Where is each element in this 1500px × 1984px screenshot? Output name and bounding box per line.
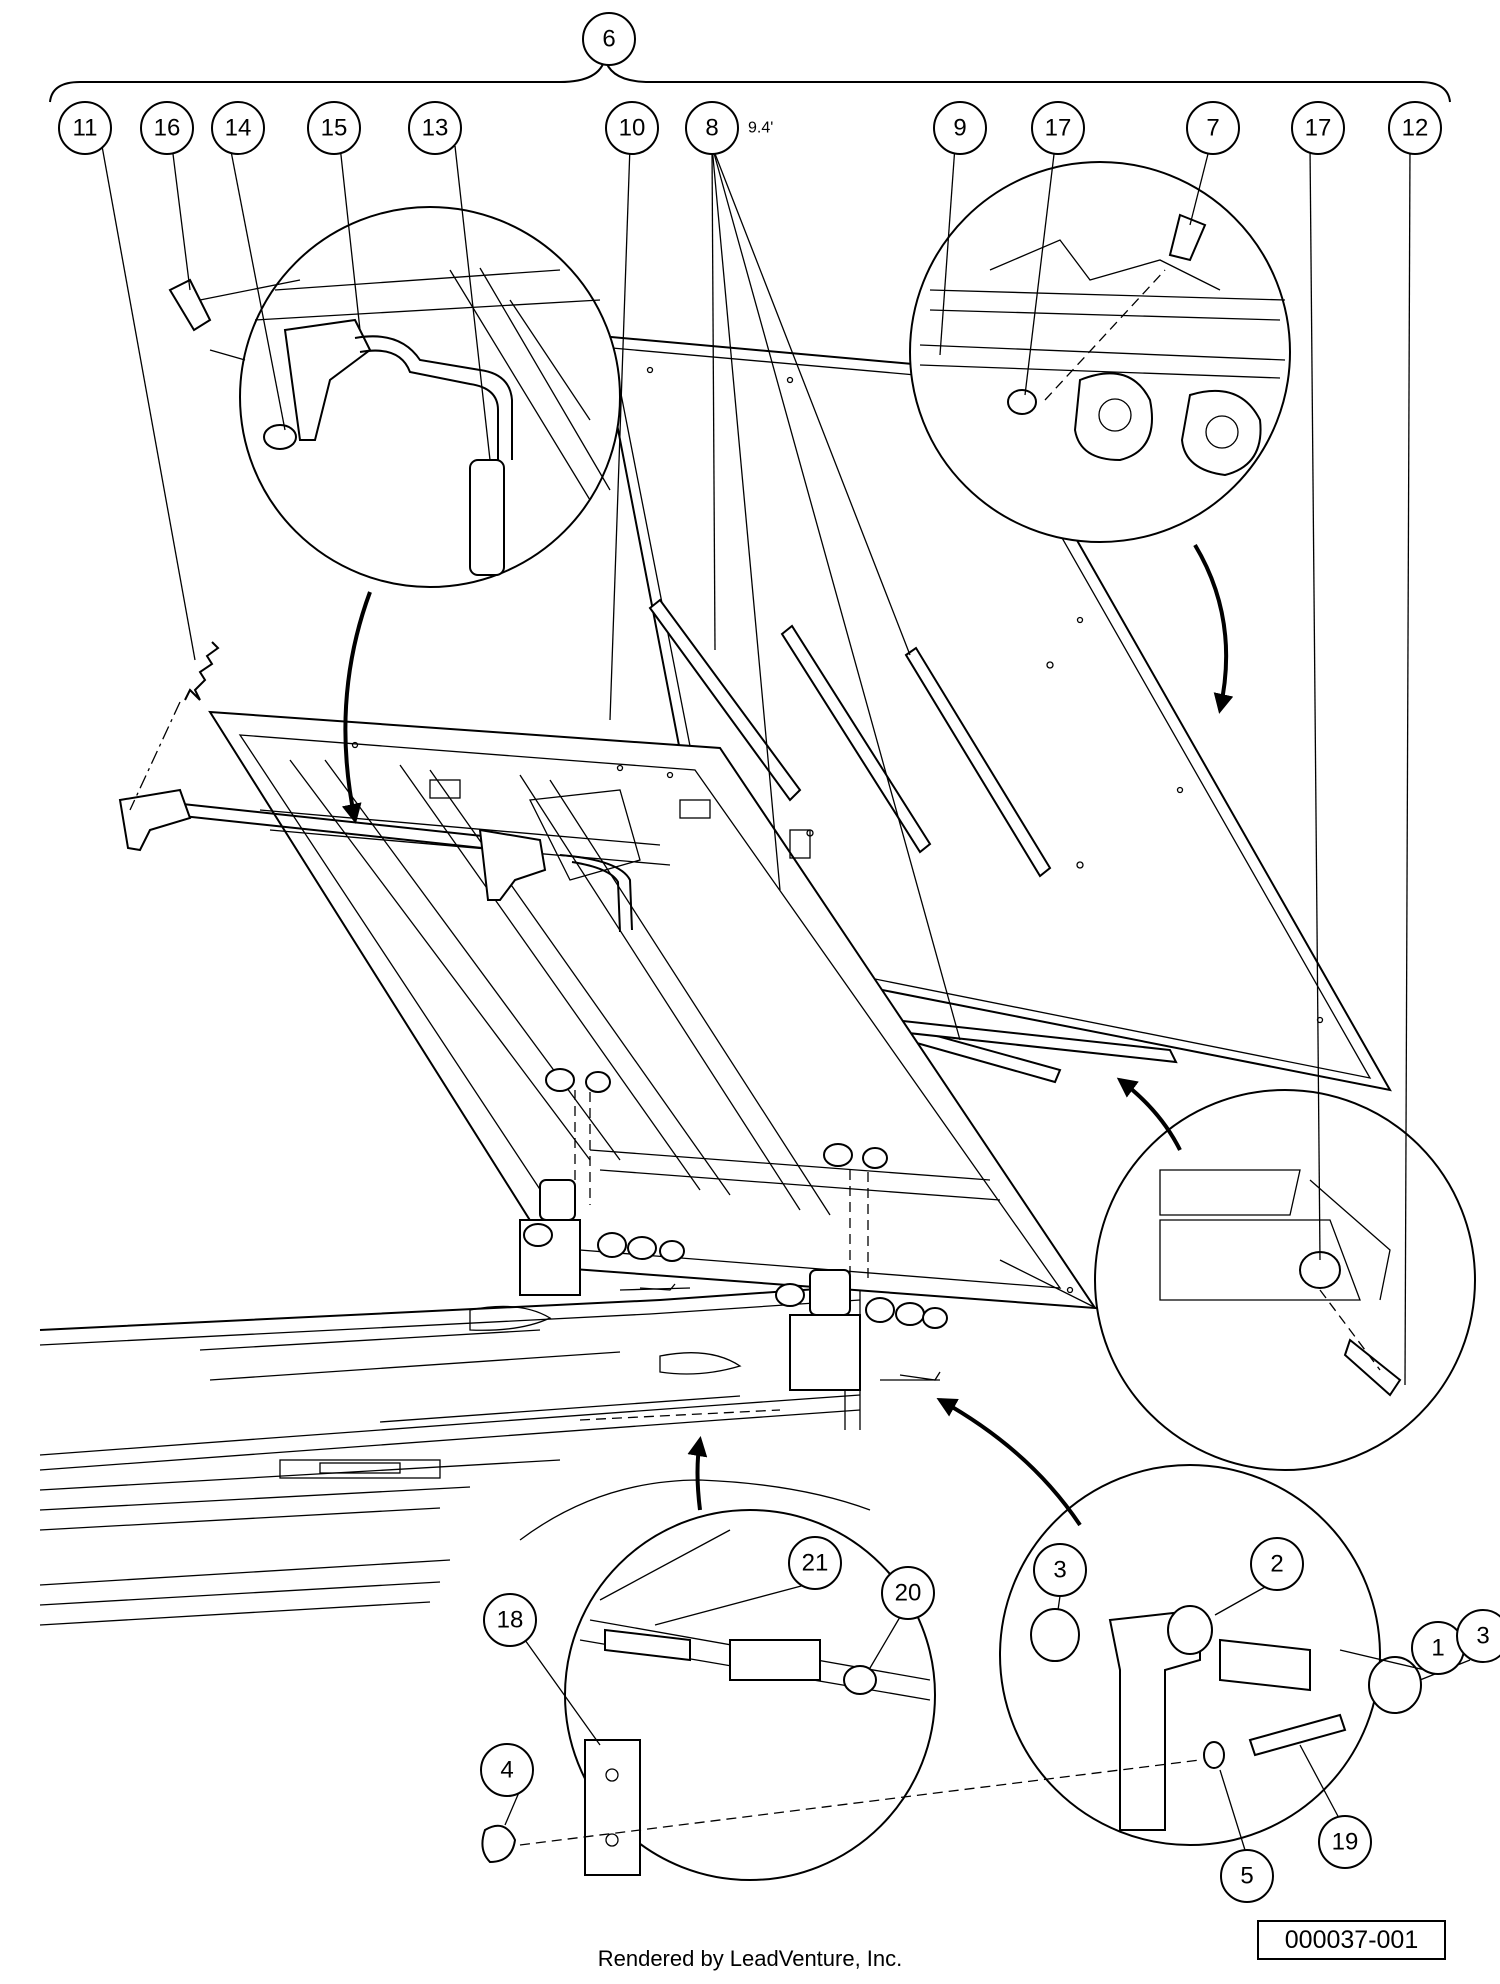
callout-7: 7	[1186, 101, 1240, 155]
mounting-plate-and-nut	[481, 1739, 1201, 1876]
svg-text:16: 16	[154, 115, 181, 142]
svg-text:15: 15	[321, 115, 348, 142]
callout-19: 19	[1318, 1815, 1372, 1869]
leader-lines	[101, 145, 1471, 1851]
svg-text:8: 8	[705, 115, 718, 142]
svg-text:11: 11	[73, 115, 98, 142]
svg-text:19: 19	[1332, 1829, 1359, 1856]
hinge-assembly-right	[775, 1143, 948, 1391]
callout-10: 10	[605, 101, 659, 155]
svg-text:7: 7	[1206, 115, 1219, 142]
callout-14: 14	[211, 101, 265, 155]
drawing-number: 000037-001	[1257, 1920, 1446, 1960]
callout-13: 13	[408, 101, 462, 155]
callout-11: 11	[58, 101, 112, 155]
svg-text:20: 20	[895, 1580, 922, 1607]
callout-15: 15	[307, 101, 361, 155]
svg-text:17: 17	[1045, 115, 1072, 142]
detail-corner-bolt	[1094, 1089, 1476, 1471]
callout-3-left: 3	[1033, 1543, 1087, 1597]
callout-3-right: 3	[1456, 1609, 1500, 1663]
callout-8: 8	[685, 101, 739, 155]
callout-16: 16	[140, 101, 194, 155]
svg-text:18: 18	[497, 1607, 524, 1634]
svg-text:6: 6	[602, 26, 615, 53]
svg-text:13: 13	[422, 115, 449, 142]
footer-credit: Rendered by LeadVenture, Inc.	[597, 1946, 903, 1971]
callout-1: 1	[1411, 1621, 1465, 1675]
svg-text:4: 4	[500, 1757, 513, 1784]
callout-9: 9	[933, 101, 987, 155]
svg-text:5: 5	[1240, 1863, 1253, 1890]
latch-rod-assembly	[118, 788, 633, 933]
detail-hinge-pin	[564, 1509, 936, 1881]
assembly-bracket	[49, 57, 1451, 103]
svg-text:21: 21	[802, 1550, 829, 1577]
callout-12: 12	[1388, 101, 1442, 155]
svg-text:3: 3	[1476, 1623, 1489, 1650]
svg-text:12: 12	[1402, 115, 1429, 142]
svg-text:3: 3	[1053, 1557, 1066, 1584]
callout-18: 18	[483, 1593, 537, 1647]
svg-text:17: 17	[1305, 115, 1332, 142]
callout-17-right: 17	[1291, 101, 1345, 155]
reference-arrows	[341, 543, 1234, 1527]
hinge-assembly-left	[519, 1068, 691, 1296]
detail-latch	[168, 206, 621, 588]
svg-text:2: 2	[1270, 1551, 1283, 1578]
detail-hinge-bolt	[909, 161, 1291, 543]
callout-4: 4	[480, 1743, 534, 1797]
callout-6: 6	[582, 12, 636, 66]
callout-5: 5	[1220, 1849, 1274, 1903]
svg-text:1: 1	[1431, 1635, 1444, 1662]
detail-hinge-exploded	[999, 1464, 1422, 1846]
svg-text:9: 9	[953, 115, 966, 142]
callout-20: 20	[881, 1566, 935, 1620]
callout-8-note: 9.4'	[748, 120, 773, 137]
callout-21: 21	[788, 1536, 842, 1590]
svg-text:10: 10	[619, 115, 646, 142]
callout-2: 2	[1250, 1537, 1304, 1591]
svg-text:14: 14	[225, 115, 252, 142]
spring	[129, 641, 220, 811]
callout-17-top: 17	[1031, 101, 1085, 155]
